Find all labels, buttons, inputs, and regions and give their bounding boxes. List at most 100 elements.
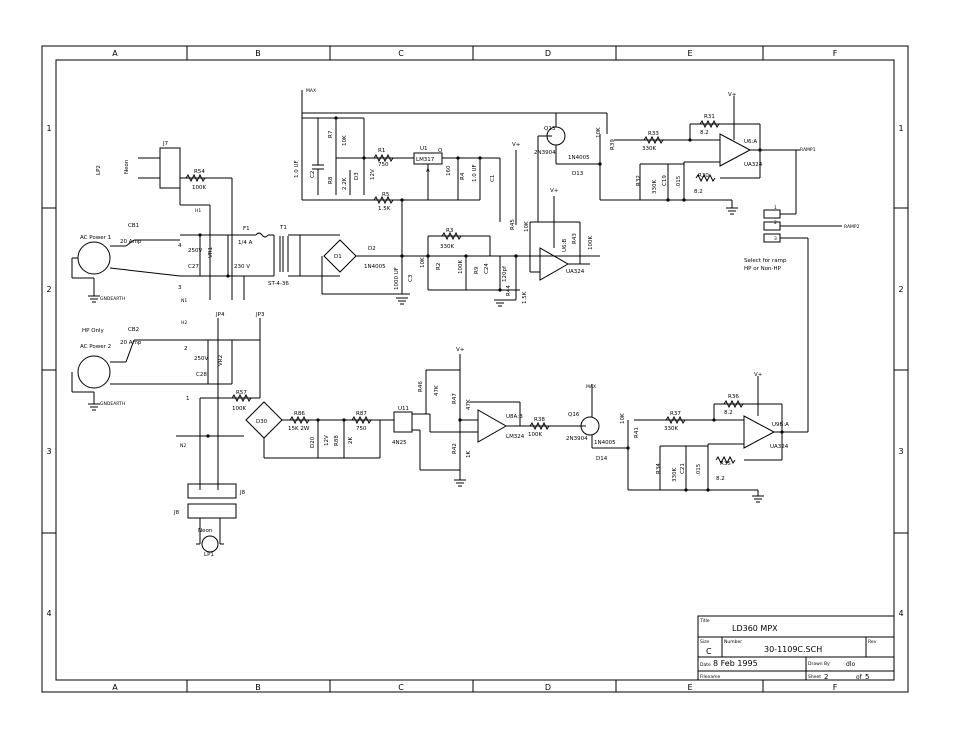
- label-d3: D3: [354, 172, 360, 180]
- ground-symbols: [88, 207, 764, 503]
- label-c24-value: 120pf: [502, 265, 508, 282]
- label-r57: R57: [236, 390, 247, 396]
- label-r43: R43: [572, 233, 578, 244]
- label-q13-value: 2N3904: [534, 150, 556, 156]
- label-c19-value: .015: [676, 175, 682, 188]
- label-r44: R44: [506, 285, 512, 296]
- label-r39-value: 10K: [596, 127, 602, 138]
- label-lm324: LM324: [506, 434, 525, 440]
- label-r1-value: 750: [378, 162, 389, 168]
- col-label-f-bottom: F: [833, 683, 838, 692]
- label-r38-value: 100K: [528, 432, 542, 438]
- label-j8-a: J8: [239, 490, 246, 496]
- label-d13-value: 1N4005: [568, 155, 590, 161]
- junction-dots: [198, 116, 784, 492]
- label-jp-2: 2: [774, 220, 777, 226]
- col-label-c-bottom: C: [398, 683, 404, 692]
- label-r39: R39: [610, 139, 616, 150]
- label-r46: R46: [418, 381, 424, 392]
- label-n2: N2: [180, 443, 186, 449]
- label-r36: R36: [728, 394, 739, 400]
- label-r5-value: 1.5K: [378, 206, 391, 212]
- label-r45-value: 10K: [524, 221, 530, 232]
- row-label-2-right: 2: [898, 285, 903, 294]
- label-u1-o: O: [438, 148, 443, 154]
- title-block: [697, 615, 895, 681]
- drawn-value: dlo: [846, 661, 855, 668]
- row-label-3-left: 3: [46, 447, 51, 456]
- label-r32: R32: [636, 175, 642, 186]
- label-d20-value: 12V: [324, 435, 330, 446]
- label-r88-value: 2K: [348, 437, 354, 444]
- label-r2-value: 10K: [420, 257, 426, 268]
- label-jp4: JP4: [215, 312, 225, 318]
- label-h1: H1: [195, 208, 201, 214]
- label-lp1: LP1: [204, 552, 214, 558]
- label-r32-value: 330K: [652, 180, 658, 194]
- col-label-a-bottom: A: [112, 683, 118, 692]
- label-pin-3: 3: [178, 285, 182, 291]
- row-label-4-right: 4: [898, 609, 903, 618]
- label-q16-value: 2N3904: [566, 436, 588, 442]
- label-f1-value: 1/4 A: [238, 240, 253, 246]
- top-section-wiring: [71, 90, 842, 432]
- label-lp2: LP2: [96, 165, 102, 175]
- of-value: 5: [865, 673, 869, 681]
- label-230v: 230 V: [234, 264, 250, 270]
- label-q13: Q13: [544, 126, 556, 132]
- label-r45: R45: [510, 219, 516, 230]
- label-select-ramp-1: Select for ramp: [744, 258, 787, 264]
- label-r30-value: 8.2: [694, 189, 703, 195]
- label-vplus-5: V+: [754, 372, 763, 378]
- label-d2: D2: [368, 246, 376, 252]
- label-select-ramp-2: HP or Non-HP: [744, 266, 782, 272]
- label-r47: R47: [452, 393, 458, 404]
- label-r87: R87: [356, 411, 367, 417]
- row-label-2-left: 2: [46, 285, 51, 294]
- resistor-symbols: [185, 119, 744, 465]
- label-r1: R1: [378, 148, 385, 154]
- col-label-a-top: A: [112, 49, 118, 58]
- label-d30: D30: [256, 419, 268, 425]
- label-r31: R31: [704, 114, 715, 120]
- col-label-d-bottom: D: [545, 683, 551, 692]
- label-max-1: MAX: [306, 88, 316, 94]
- drawing-frame: [41, 45, 909, 693]
- label-u11: U11: [398, 406, 409, 412]
- label-r41-value: 10K: [620, 413, 626, 424]
- label-cb2: CB2: [128, 327, 139, 333]
- label-ac-power-1: AC Power 1: [80, 235, 111, 241]
- col-label-e-bottom: E: [687, 683, 692, 692]
- label-r37-value: 330K: [664, 426, 678, 432]
- label-u9a: U9B:A: [772, 422, 789, 428]
- label-jp3: JP3: [255, 312, 265, 318]
- label-ua324-c: UA324: [770, 444, 789, 450]
- label-neon-bottom: Neon: [198, 528, 213, 534]
- label-gndearth-1: GNDEARTH: [100, 296, 125, 302]
- label-neon-top: Neon: [124, 159, 130, 174]
- label-r30: R30: [698, 173, 709, 179]
- row-label-3-right: 3: [898, 447, 903, 456]
- title-value: LD360 MPX: [732, 624, 778, 633]
- label-r33: R33: [648, 131, 659, 137]
- label-r54-value: 100K: [192, 185, 206, 191]
- label-r43-value: 100K: [588, 236, 594, 250]
- label-d14-value: 1N4005: [594, 440, 616, 446]
- label-vplus-3: V+: [728, 92, 737, 98]
- col-label-e-top: E: [687, 49, 692, 58]
- label-r7-value: 10K: [342, 135, 348, 146]
- label-r54: R54: [194, 169, 205, 175]
- label-r86-value: 15K 2W: [288, 426, 310, 432]
- label-u1-a: A: [426, 168, 430, 174]
- of-label: of: [856, 674, 863, 681]
- label-cb1: CB1: [128, 223, 139, 229]
- title-label: Title: [699, 618, 710, 624]
- label-pin-2: 2: [184, 346, 188, 352]
- label-c28: C28: [196, 372, 207, 378]
- label-c27: C27: [188, 264, 199, 270]
- label-d20: D20: [310, 436, 316, 448]
- label-r86: R86: [294, 411, 305, 417]
- label-r57-value: 100K: [232, 406, 246, 412]
- label-c21: C21: [680, 463, 686, 474]
